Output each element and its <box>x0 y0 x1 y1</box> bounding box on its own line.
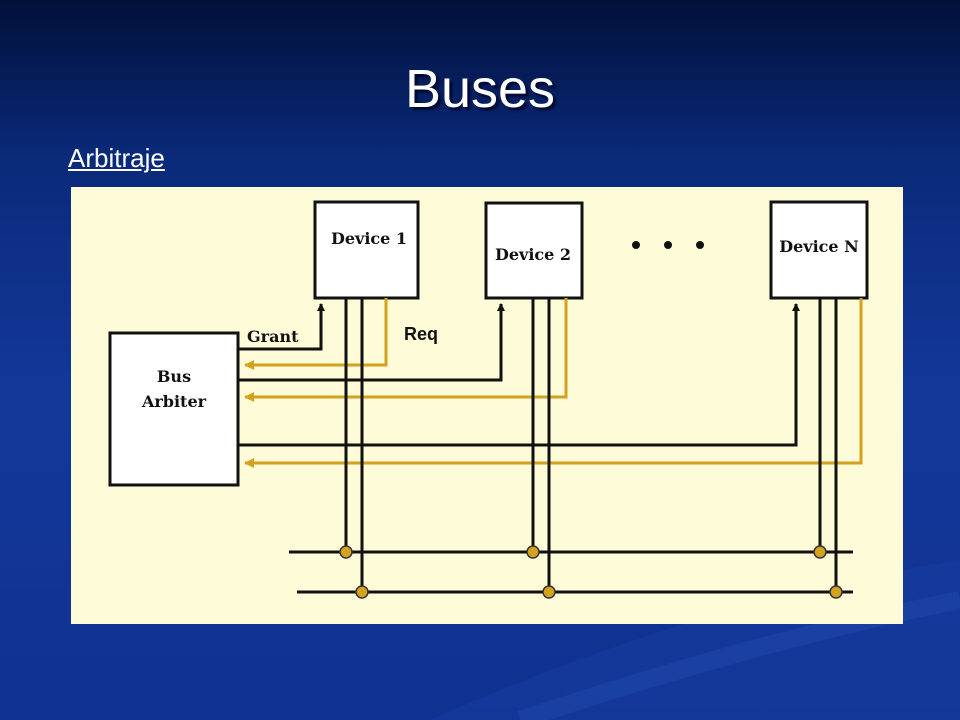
slide-subtitle: Arbitraje <box>68 143 165 173</box>
bus-arbitration-diagram: Bus Arbiter Device 1 Device 2 Device N <box>71 187 903 624</box>
grant-lines <box>238 303 800 447</box>
bus-taps <box>339 545 843 599</box>
bus-arbiter-box: Bus Arbiter <box>108 331 240 487</box>
ellipsis-dots <box>632 241 704 249</box>
arbiter-label-line1: Bus <box>157 367 191 386</box>
req-label: Req <box>404 324 438 344</box>
device-1-label: Device 1 <box>331 229 407 248</box>
arbiter-label-line2: Arbiter <box>141 392 207 411</box>
device-n-label: Device N <box>779 237 859 256</box>
device-2-label: Device 2 <box>495 245 571 264</box>
device-2-box: Device 2 <box>484 201 584 300</box>
slide-title: Buses <box>404 59 556 119</box>
device-bus-drops <box>344 298 838 592</box>
device-n-box: Device N <box>769 200 869 300</box>
device-1-box: Device 1 <box>313 200 420 300</box>
request-lines <box>244 298 863 468</box>
grant-label: Grant <box>247 327 299 346</box>
shared-bus-lines <box>289 550 853 594</box>
